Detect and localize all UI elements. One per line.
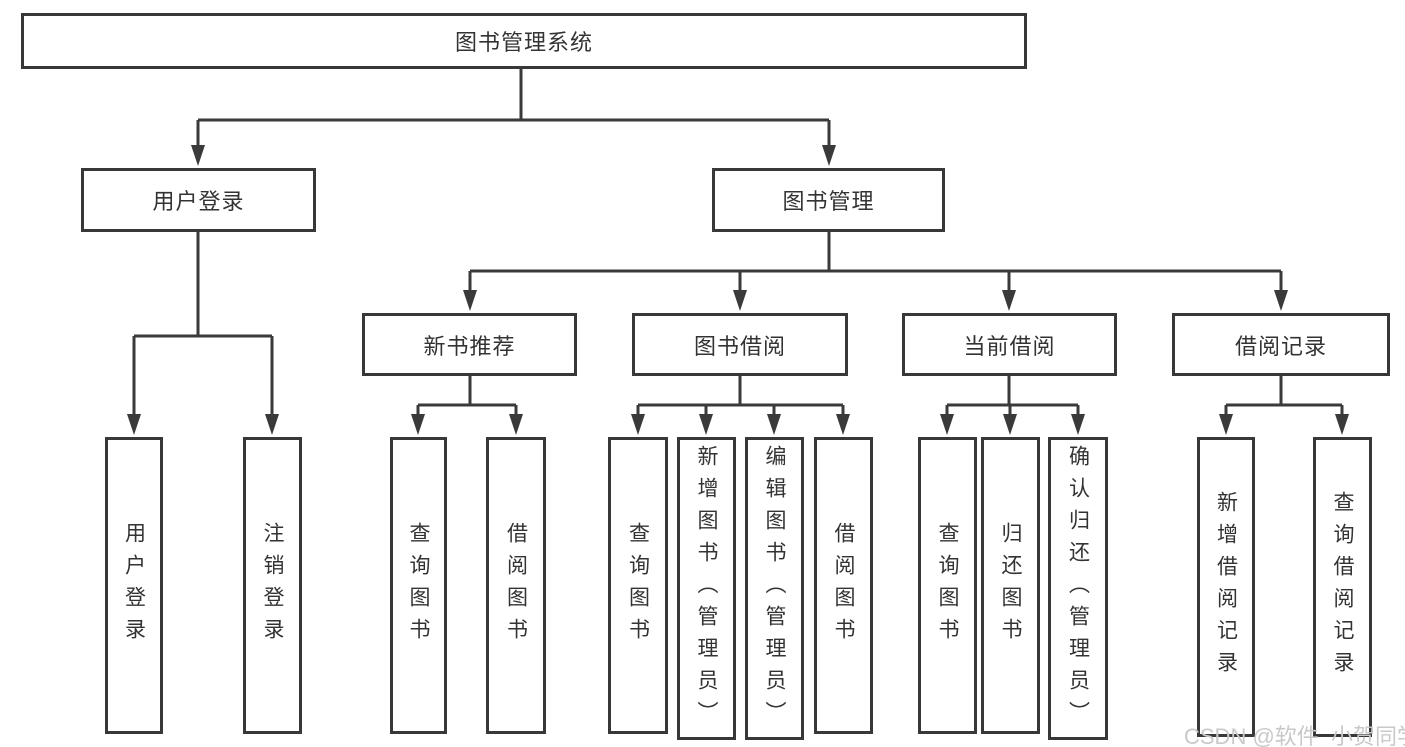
node-borrowing-records: 借阅记录 (1172, 313, 1390, 376)
node-new-book-recommend: 新书推荐 (362, 313, 577, 376)
leaf-bb-add-book-admin: 新增图书（管理员） (677, 437, 736, 740)
leaf-bb-borrow-book: 借阅图书 (814, 437, 873, 734)
leaf-bb-edit-book-admin: 编辑图书（管理员） (745, 437, 804, 740)
node-user-login: 用户登录 (81, 168, 316, 232)
leaf-cb-return-book: 归还图书 (981, 437, 1040, 734)
leaf-br-add-record: 新增借阅记录 (1197, 437, 1255, 737)
node-current-borrowing-label: 当前借阅 (963, 333, 1056, 359)
leaf-nb-query-book-label: 查询图书 (407, 521, 430, 650)
leaf-cb-query-book-label: 查询图书 (936, 521, 959, 650)
node-book-borrowing-label: 图书借阅 (693, 333, 786, 359)
leaf-nb-query-book: 查询图书 (390, 437, 447, 734)
leaf-cb-query-book: 查询图书 (918, 437, 977, 734)
leaf-br-query-record-label: 查询借阅记录 (1331, 491, 1354, 683)
leaf-br-add-record-label: 新增借阅记录 (1214, 491, 1238, 683)
node-user-login-label: 用户登录 (152, 189, 245, 214)
leaf-nb-borrow-book: 借阅图书 (486, 437, 546, 734)
leaf-bb-query-book: 查询图书 (608, 437, 668, 734)
node-book-management-label: 图书管理 (782, 189, 875, 214)
leaf-logout-label: 注销登录 (261, 521, 284, 650)
node-new-book-recommend-label: 新书推荐 (423, 333, 516, 359)
leaf-cb-confirm-return-admin: 确认归还（管理员） (1048, 437, 1108, 740)
connector-lines (132, 69, 1344, 417)
leaf-logout: 注销登录 (243, 437, 302, 734)
leaf-br-query-record: 查询借阅记录 (1313, 437, 1372, 737)
node-root-label: 图书管理系统 (454, 30, 593, 55)
node-borrowing-records-label: 借阅记录 (1234, 333, 1327, 359)
arrowhead-icons (127, 145, 1349, 435)
csdn-watermark: CSDN @软件_小贺同学 (1184, 724, 1405, 747)
leaf-user-login-label: 用户登录 (122, 521, 146, 650)
leaf-bb-query-book-label: 查询图书 (626, 521, 650, 650)
leaf-cb-confirm-return-admin-label: 确认归还（管理员） (1066, 444, 1090, 733)
node-book-borrowing: 图书借阅 (632, 313, 848, 376)
leaf-nb-borrow-book-label: 借阅图书 (504, 521, 528, 650)
node-root: 图书管理系统 (21, 13, 1027, 69)
node-book-management: 图书管理 (712, 168, 945, 232)
leaf-cb-return-book-label: 归还图书 (999, 521, 1022, 650)
leaf-bb-add-book-admin-label: 新增图书（管理员） (695, 444, 718, 733)
leaf-bb-edit-book-admin-label: 编辑图书（管理员） (763, 444, 786, 733)
node-current-borrowing: 当前借阅 (902, 313, 1117, 376)
leaf-user-login: 用户登录 (105, 437, 163, 734)
leaf-bb-borrow-book-label: 借阅图书 (832, 521, 855, 650)
